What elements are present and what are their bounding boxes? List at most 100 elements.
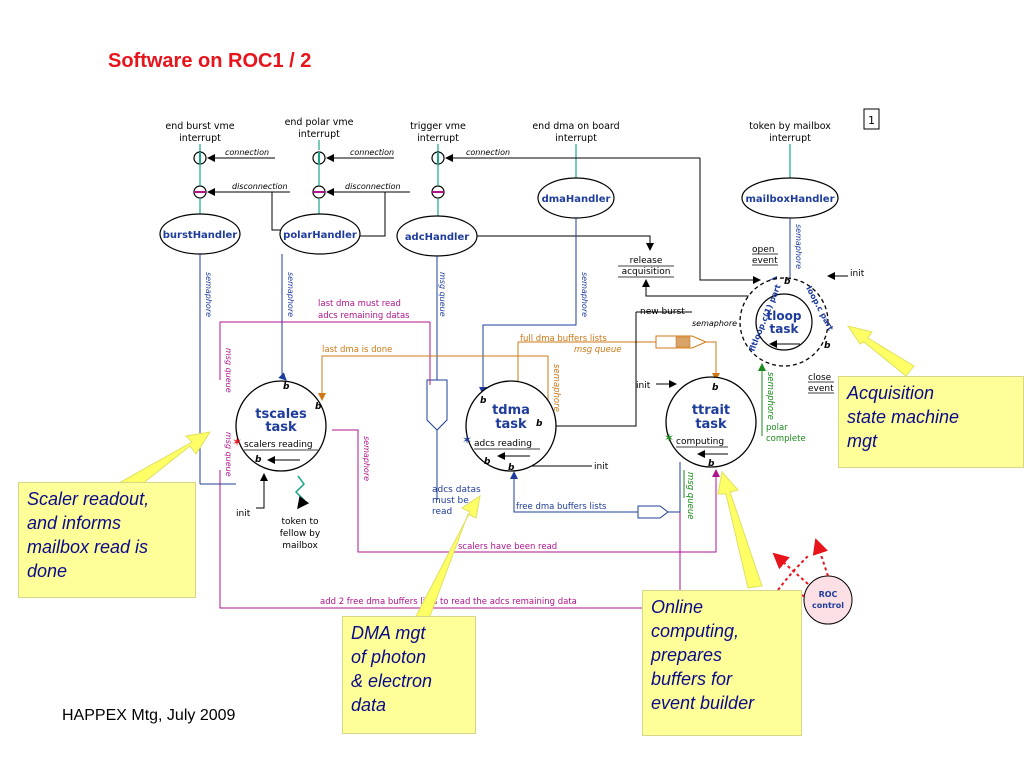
interrupt-token-line2: interrupt — [769, 133, 811, 144]
svg-text:b: b — [824, 341, 831, 351]
label-semaphore-polar: semaphore — [286, 272, 295, 317]
interrupt-trigger-line2: interrupt — [417, 133, 459, 144]
note-acq-line2: state machine — [847, 407, 960, 427]
interrupt-end-polar-line2: interrupt — [298, 129, 340, 140]
roc-control-line1: ROC — [819, 590, 838, 599]
note-dma-line3: & electron — [351, 671, 433, 691]
slide-title: Software on ROC1 / 2 — [108, 50, 312, 72]
label-semaphore-green: semaphore — [765, 372, 775, 420]
burst-handler: burstHandler — [159, 213, 241, 255]
ttrait-title: ttrait — [692, 403, 730, 418]
full-dma-queue — [655, 335, 708, 349]
tdma-task: tdma task adcs reading b b b b ✶ — [462, 380, 557, 473]
label-open-event-1: open — [752, 245, 774, 255]
note-online-line3: prepares — [651, 645, 723, 665]
label-init-tscales: init — [236, 509, 251, 519]
label-free-dma: free dma buffers lists — [516, 502, 607, 512]
interrupt-trigger-line1: trigger vme — [410, 121, 466, 132]
note-acquisition: Acquisition state machine mgt — [838, 376, 1024, 468]
burst-handler-label: burstHandler — [163, 230, 238, 241]
svg-text:b: b — [712, 383, 719, 393]
label-disconnection-2: disconnection — [345, 182, 401, 191]
tscales-title: tscales — [255, 407, 307, 422]
tscales-task: tscales task scalers reading b b b ✶ — [232, 380, 327, 472]
label-connection-2: connection — [350, 148, 394, 157]
label-adcs-datas-2: must be — [432, 496, 469, 506]
label-semaphore-burst: semaphore — [204, 272, 213, 317]
interrupt-end-burst-line1: end burst vme — [165, 121, 234, 132]
tloop-task: tloop task fltloop.c(1) part loop.c part… — [739, 277, 835, 367]
label-open-event-2: event — [752, 256, 778, 266]
label-last-dma-done: last dma is done — [322, 345, 392, 355]
label-close-event-1: close — [808, 373, 832, 383]
note-dma-mgt: DMA mgt of photon & electron data — [342, 616, 476, 734]
note-dma-line4: data — [351, 695, 387, 715]
label-init-ttrait: init — [636, 381, 651, 391]
adc-handler: adcHandler — [396, 215, 478, 257]
note-scaler-line3: mailbox read is — [27, 537, 149, 557]
dma-handler: dmaHandler — [537, 177, 615, 219]
label-token-fellow-1: token to — [281, 517, 319, 527]
svg-text:b: b — [708, 459, 715, 469]
dma-handler-label: dmaHandler — [542, 194, 611, 205]
label-msg-queue-tscales-bottom: msg queue — [224, 432, 233, 477]
handlers: burstHandler polarHandler adcHandler dma… — [159, 177, 839, 257]
page-number-box: 1 — [863, 108, 880, 130]
ttrait-inner: computing — [676, 437, 724, 447]
tloop-title: tloop — [767, 309, 802, 323]
mailbox-handler: mailboxHandler — [741, 177, 839, 219]
label-connection-1: connection — [225, 148, 269, 157]
svg-text:b: b — [480, 396, 487, 406]
label-semaphore-dma: semaphore — [580, 272, 589, 317]
label-full-dma: full dma buffers lists — [520, 334, 607, 344]
label-adcs-datas-1: adcs datas — [432, 485, 481, 495]
tdma-title: tdma — [492, 403, 530, 418]
svg-text:b: b — [315, 402, 322, 412]
note-scaler-line1: Scaler readout, — [27, 489, 150, 509]
release-acquisition-line1: release — [630, 256, 663, 266]
tdma-inner: adcs reading — [474, 439, 532, 449]
adc-handler-label: adcHandler — [405, 232, 469, 243]
note-acq-line3: mgt — [847, 431, 878, 451]
label-adcs-datas-3: read — [432, 507, 452, 517]
svg-text:b: b — [255, 455, 262, 465]
label-msg-queue-adc: msg queue — [438, 272, 447, 317]
connection-switches: connection connection connection — [193, 148, 761, 284]
adc-gate — [426, 256, 448, 500]
interrupt-end-dma-line1: end dma on board — [532, 121, 619, 132]
note-scaler-line4: done — [27, 561, 68, 581]
tdma-subtitle: task — [495, 417, 527, 432]
release-acquisition: release acquisition — [477, 235, 760, 297]
svg-text:✶: ✶ — [462, 433, 472, 447]
label-token-fellow-3: mailbox — [282, 541, 318, 551]
polar-handler-label: polarHandler — [283, 230, 357, 241]
label-polar-complete-1: polar — [766, 423, 788, 433]
label-close-event-2: event — [808, 384, 834, 394]
note-scaler-line2: and informs — [27, 513, 122, 533]
note-online-line5: event builder — [651, 693, 755, 713]
tloop-subtitle: task — [770, 322, 800, 336]
interrupt-end-polar-line1: end polar vme — [285, 117, 354, 128]
label-token-fellow-2: fellow by — [280, 529, 321, 539]
note-online-line4: buffers for — [651, 669, 733, 689]
label-last-dma-must-read-1: last dma must read — [318, 299, 401, 309]
footer-text: HAPPEX Mtg, July 2009 — [62, 707, 236, 724]
note-online-line1: Online — [651, 597, 704, 617]
svg-text:b: b — [784, 277, 791, 287]
interrupt-end-dma-line2: interrupt — [555, 133, 597, 144]
note-online-computing: Online computing, prepares buffers for e… — [642, 590, 802, 736]
interrupt-token-line1: token by mailbox — [749, 121, 831, 132]
ttrait-subtitle: task — [695, 417, 727, 432]
label-disconnection-1: disconnection — [232, 182, 288, 191]
roc-control-line2: control — [812, 601, 844, 610]
note-scaler-readout: Scaler readout, and informs mailbox read… — [18, 482, 196, 598]
label-new-burst: new burst — [640, 307, 685, 317]
label-semaphore-orange: semaphore — [551, 364, 561, 412]
release-acquisition-line2: acquisition — [622, 267, 671, 277]
interrupt-end-burst-line2: interrupt — [179, 133, 221, 144]
label-connection-3: connection — [466, 148, 510, 157]
mailbox-handler-label: mailboxHandler — [745, 194, 834, 205]
note-online-line2: computing, — [651, 621, 740, 641]
svg-text:✶: ✶ — [664, 431, 674, 445]
